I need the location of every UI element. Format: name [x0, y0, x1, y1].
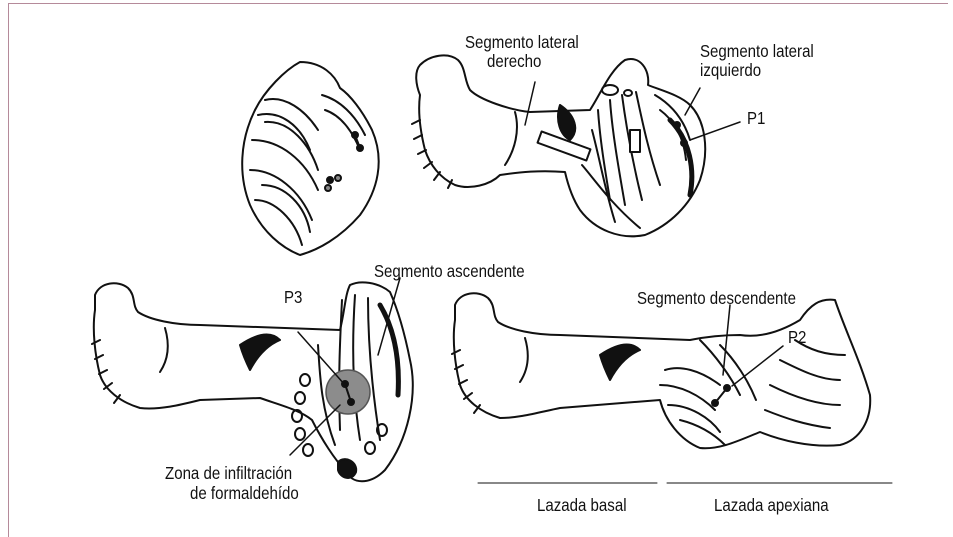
- label-segmento-lateral-izquierdo-line1: Segmento lateral: [700, 42, 814, 61]
- label-segmento-ascendente: Segmento ascendente: [374, 262, 525, 281]
- intact-heart: [242, 62, 378, 255]
- label-lazada-basal: Lazada basal: [537, 496, 627, 515]
- label-zona-infiltracion-line2: de formaldehído: [190, 484, 299, 503]
- unfolded-band: [452, 293, 870, 448]
- ascending-band: [92, 282, 413, 481]
- label-p3: P3: [284, 288, 302, 307]
- label-segmento-lateral-izquierdo-line2: izquierdo: [700, 61, 761, 80]
- label-zona-infiltracion-line1: Zona de infiltración: [165, 464, 292, 483]
- label-segmento-lateral-derecho-line2: derecho: [487, 52, 541, 71]
- label-p1: P1: [747, 109, 765, 128]
- label-p2: P2: [788, 328, 806, 347]
- label-segmento-lateral-derecho-line1: Segmento lateral: [465, 33, 579, 52]
- unfolding-heart: [412, 55, 705, 236]
- label-lazada-apexiana: Lazada apexiana: [714, 496, 829, 515]
- label-segmento-descendente: Segmento descendente: [637, 289, 796, 308]
